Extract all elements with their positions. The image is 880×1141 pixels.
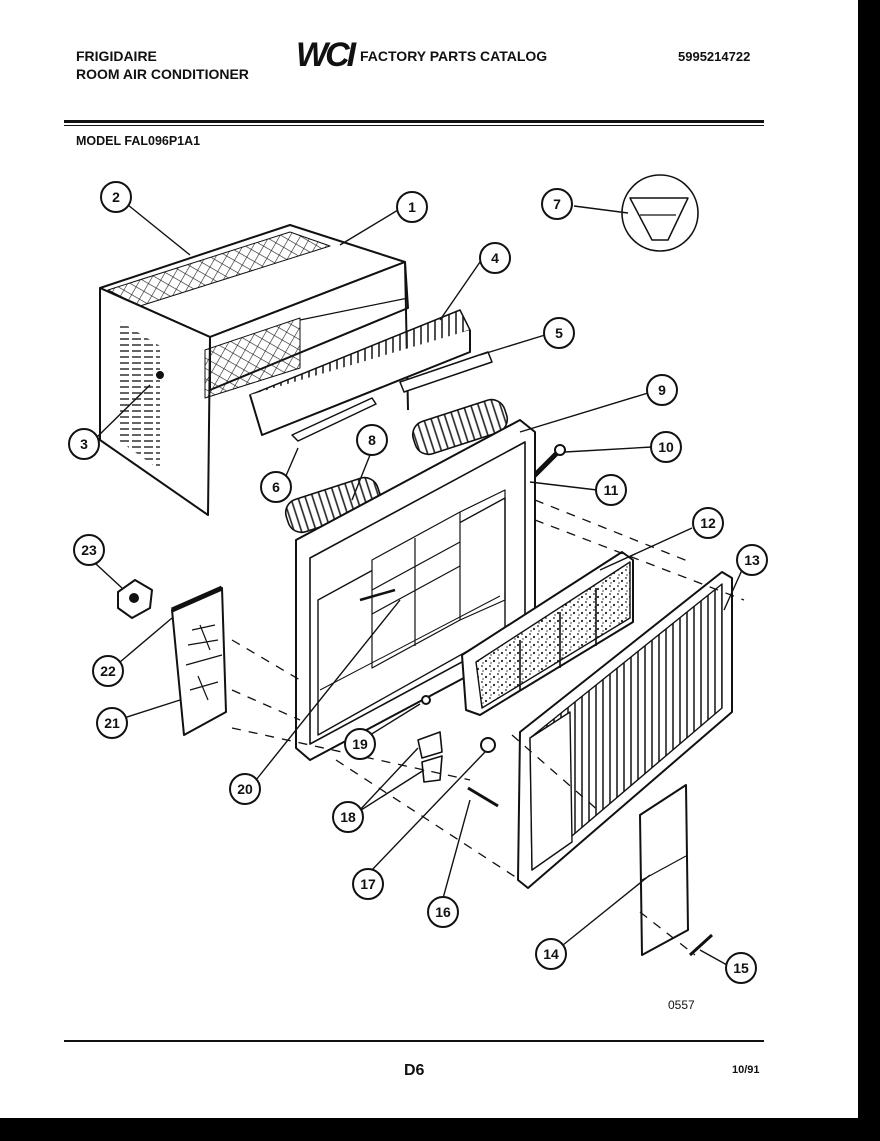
model-number: MODEL FAL096P1A1 bbox=[76, 134, 201, 148]
catalog-title: FACTORY PARTS CATALOG bbox=[360, 48, 548, 64]
callout-1: 1 bbox=[396, 191, 428, 223]
svg-text:21: 21 bbox=[104, 715, 120, 731]
page-id: D6 bbox=[404, 1062, 425, 1079]
callout-bubbles: 1 2 3 4 5 6 7 8 9 10 11 12 13 14 15 16 1… bbox=[68, 181, 768, 984]
callout-16: 16 bbox=[427, 896, 459, 928]
svg-text:13: 13 bbox=[744, 552, 760, 568]
header-rule bbox=[64, 120, 764, 123]
svg-text:18: 18 bbox=[340, 809, 356, 825]
air-filter-part bbox=[461, 551, 634, 753]
callout-3: 3 bbox=[68, 428, 100, 460]
figure-code: 0557 bbox=[668, 998, 695, 1012]
cabinet-part bbox=[99, 224, 409, 516]
callout-22: 22 bbox=[92, 655, 124, 687]
svg-text:6: 6 bbox=[272, 479, 280, 495]
hardware-parts bbox=[417, 695, 499, 808]
header-rule-thin bbox=[64, 125, 764, 126]
callout-20: 20 bbox=[229, 773, 261, 805]
callout-4: 4 bbox=[479, 242, 511, 274]
wci-logo: WCI bbox=[296, 36, 356, 74]
footer-rule bbox=[64, 1040, 764, 1042]
callout-18: 18 bbox=[332, 801, 364, 833]
callout-17: 17 bbox=[352, 868, 384, 900]
svg-text:5: 5 bbox=[555, 325, 563, 341]
svg-text:17: 17 bbox=[360, 876, 376, 892]
front-frame-part bbox=[295, 419, 536, 761]
svg-text:11: 11 bbox=[604, 482, 619, 498]
svg-text:15: 15 bbox=[733, 960, 749, 976]
catalog-number: 5995214722 bbox=[678, 49, 751, 64]
callout-11: 11 bbox=[595, 474, 627, 506]
callout-5: 5 bbox=[543, 317, 575, 349]
callout-13: 13 bbox=[736, 544, 768, 576]
product-type: ROOM AIR CONDITIONER bbox=[76, 66, 249, 82]
svg-text:12: 12 bbox=[700, 515, 716, 531]
svg-text:10: 10 bbox=[658, 439, 674, 455]
drain-fitting-detail bbox=[621, 174, 699, 252]
callout-8: 8 bbox=[356, 424, 388, 456]
svg-text:9: 9 bbox=[658, 382, 666, 398]
front-grille-part bbox=[517, 571, 733, 889]
svg-text:2: 2 bbox=[112, 189, 120, 205]
svg-text:1: 1 bbox=[408, 199, 416, 215]
callout-9: 9 bbox=[646, 374, 678, 406]
callout-14: 14 bbox=[535, 938, 567, 970]
catalog-sheet: FRIGIDAIRE ROOM AIR CONDITIONER WCI FACT… bbox=[0, 0, 858, 1118]
svg-text:23: 23 bbox=[81, 542, 97, 558]
svg-text:22: 22 bbox=[100, 663, 116, 679]
callout-23: 23 bbox=[73, 534, 105, 566]
svg-text:8: 8 bbox=[368, 432, 376, 448]
svg-text:3: 3 bbox=[80, 436, 88, 452]
callout-6: 6 bbox=[260, 471, 292, 503]
svg-text:20: 20 bbox=[237, 781, 253, 797]
control-panel-part bbox=[117, 579, 227, 736]
callout-15: 15 bbox=[725, 952, 757, 984]
callout-19: 19 bbox=[344, 728, 376, 760]
svg-text:4: 4 bbox=[491, 250, 499, 266]
callout-12: 12 bbox=[692, 507, 724, 539]
svg-text:14: 14 bbox=[543, 946, 559, 962]
callout-2: 2 bbox=[100, 181, 132, 213]
callout-10: 10 bbox=[650, 431, 682, 463]
svg-text:7: 7 bbox=[553, 196, 561, 212]
revision-date: 10/91 bbox=[732, 1064, 760, 1076]
grille-door-part bbox=[639, 784, 714, 957]
louver-assembly-part bbox=[249, 309, 493, 442]
svg-text:16: 16 bbox=[435, 904, 451, 920]
exploded-parts-diagram: 1 2 3 4 5 6 7 8 9 10 11 12 13 14 15 16 1… bbox=[68, 174, 768, 984]
svg-text:19: 19 bbox=[352, 736, 368, 752]
brand-name: FRIGIDAIRE bbox=[76, 48, 157, 64]
callout-21: 21 bbox=[96, 707, 128, 739]
callout-7: 7 bbox=[541, 188, 573, 220]
